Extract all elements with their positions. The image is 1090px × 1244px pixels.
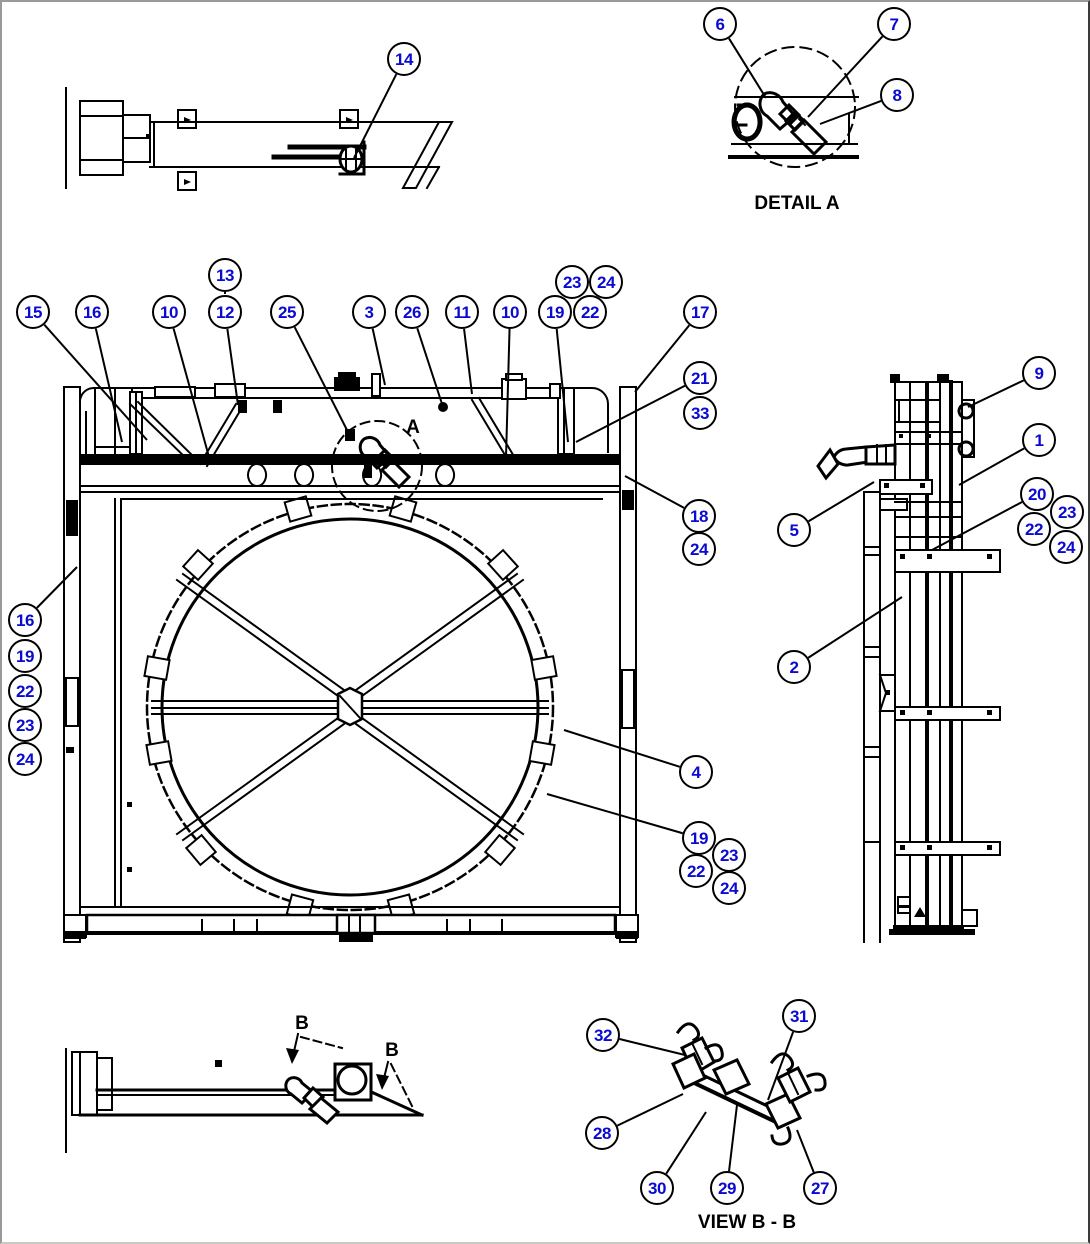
detail-a-label: DETAIL A	[754, 193, 840, 214]
main-front-view	[63, 372, 639, 943]
callout-balloon-22[interactable]: 22	[8, 674, 42, 708]
callout-balloon-28[interactable]: 28	[585, 1116, 619, 1150]
callout-balloon-24[interactable]: 24	[712, 871, 746, 905]
leader-line-10	[505, 328, 511, 459]
leader-line-11	[463, 328, 473, 395]
leader-line-17	[634, 324, 691, 393]
callout-balloon-29[interactable]: 29	[710, 1171, 744, 1205]
callout-balloon-4[interactable]: 4	[679, 755, 713, 789]
detail-a-view	[728, 46, 859, 168]
leader-line-28	[616, 1093, 684, 1127]
callout-balloon-32[interactable]: 32	[586, 1018, 620, 1052]
leader-line-16	[36, 566, 78, 609]
top-left-subassembly	[65, 87, 454, 191]
view-bb	[671, 1022, 827, 1146]
leader-line-19	[555, 328, 569, 443]
leader-line-19	[546, 793, 683, 835]
leader-line-6	[728, 37, 767, 99]
right-side-view	[816, 374, 1001, 943]
callout-balloon-13[interactable]: 13	[208, 258, 242, 292]
leader-line-18	[624, 475, 685, 509]
leader-line-26	[416, 327, 444, 408]
view-bb-label: VIEW B - B	[697, 1212, 797, 1233]
leader-line-5	[808, 481, 875, 523]
callout-balloon-14[interactable]: 14	[387, 42, 421, 76]
leader-line-15	[43, 324, 148, 441]
leader-line-4	[563, 729, 681, 768]
leader-line-30	[665, 1111, 707, 1175]
callout-balloon-20[interactable]: 20	[1020, 477, 1054, 511]
callout-balloon-15[interactable]: 15	[16, 295, 50, 329]
callout-balloon-23[interactable]: 23	[712, 838, 746, 872]
leader-line-27	[796, 1129, 815, 1173]
leader-line-8	[819, 100, 882, 125]
callout-balloon-7[interactable]: 7	[877, 7, 911, 41]
callout-balloon-25[interactable]: 25	[270, 295, 304, 329]
callout-balloon-31[interactable]: 31	[782, 999, 816, 1033]
callout-balloon-22[interactable]: 22	[573, 295, 607, 329]
callout-balloon-27[interactable]: 27	[803, 1171, 837, 1205]
leader-line-25	[293, 326, 349, 433]
callout-balloon-22[interactable]: 22	[1017, 512, 1051, 546]
detail-a-marker: A	[406, 417, 420, 438]
callout-balloon-24[interactable]: 24	[589, 265, 623, 299]
callout-balloon-21[interactable]: 21	[683, 361, 717, 395]
callout-balloon-24[interactable]: 24	[8, 742, 42, 776]
callout-balloon-16[interactable]: 16	[8, 603, 42, 637]
callout-balloon-22[interactable]: 22	[679, 854, 713, 888]
callout-balloon-18[interactable]: 18	[682, 499, 716, 533]
leader-line-9	[967, 379, 1025, 408]
callout-balloon-23[interactable]: 23	[555, 265, 589, 299]
callout-balloon-24[interactable]: 24	[682, 532, 716, 566]
leader-line-29	[728, 1104, 738, 1172]
callout-balloon-6[interactable]: 6	[703, 7, 737, 41]
callout-balloon-10[interactable]: 10	[152, 295, 186, 329]
leader-line-14	[353, 73, 398, 159]
leader-line-20	[931, 501, 1023, 551]
callout-balloon-24[interactable]: 24	[1049, 530, 1083, 564]
callout-balloon-16[interactable]: 16	[75, 295, 109, 329]
leader-line-32	[619, 1038, 686, 1056]
callout-balloon-8[interactable]: 8	[880, 78, 914, 112]
callout-balloon-33[interactable]: 33	[683, 396, 717, 430]
callout-balloon-30[interactable]: 30	[640, 1171, 674, 1205]
leader-line-10	[172, 328, 210, 458]
callout-balloon-12[interactable]: 12	[208, 295, 242, 329]
callout-balloon-19[interactable]: 19	[682, 821, 716, 855]
callout-balloon-3[interactable]: 3	[352, 295, 386, 329]
leader-line-31	[767, 1031, 795, 1101]
callout-balloon-1[interactable]: 1	[1022, 423, 1056, 457]
leader-line-21	[575, 384, 686, 443]
callout-balloon-17[interactable]: 17	[683, 295, 717, 329]
callout-balloon-11[interactable]: 11	[445, 295, 479, 329]
callout-balloon-23[interactable]: 23	[8, 708, 42, 742]
section-b-left: B	[295, 1013, 309, 1034]
leader-line-3	[371, 328, 386, 386]
callout-balloon-23[interactable]: 23	[1050, 495, 1084, 529]
callout-balloon-2[interactable]: 2	[777, 650, 811, 684]
section-b-right: B	[385, 1040, 399, 1061]
leader-line-1	[958, 447, 1025, 486]
leader-line-7	[807, 35, 884, 118]
callout-balloon-5[interactable]: 5	[777, 513, 811, 547]
leader-line-12	[226, 328, 239, 406]
leader-line-16	[94, 328, 123, 443]
callout-balloon-19[interactable]: 19	[8, 639, 42, 673]
leader-line-2	[807, 596, 903, 659]
callout-balloon-9[interactable]: 9	[1022, 356, 1056, 390]
callout-balloon-19[interactable]: 19	[538, 295, 572, 329]
callout-balloon-26[interactable]: 26	[395, 295, 429, 329]
callout-balloon-10[interactable]: 10	[493, 295, 527, 329]
bottom-left-view	[65, 1032, 424, 1153]
